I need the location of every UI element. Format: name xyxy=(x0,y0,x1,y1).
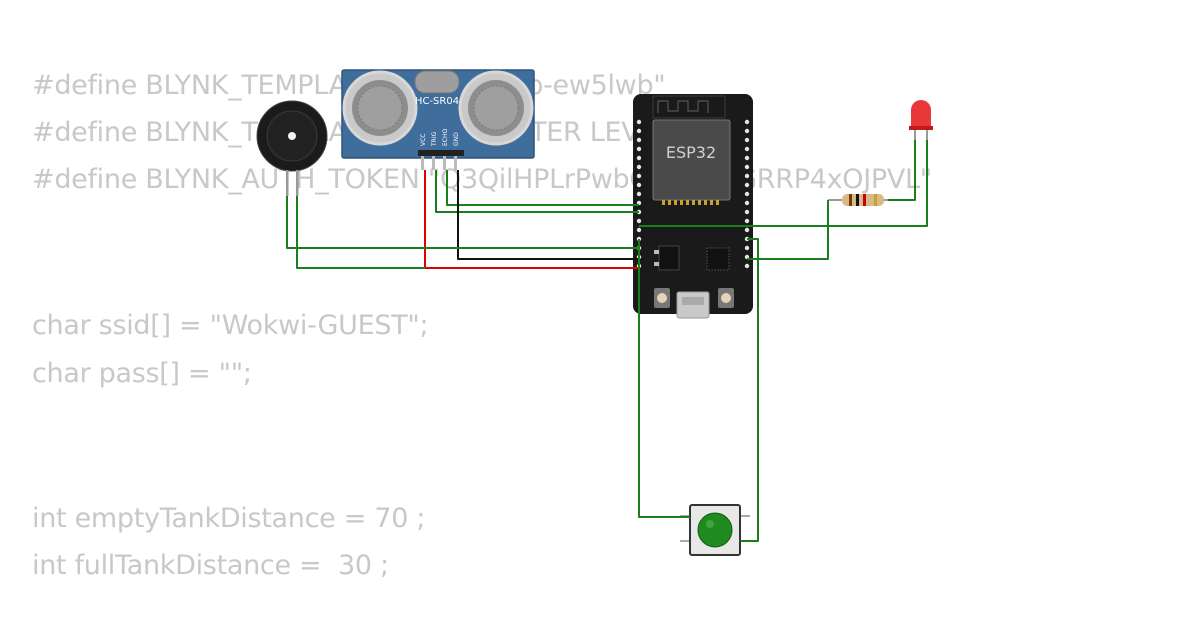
right-header xyxy=(744,119,750,269)
wire-led-resistor xyxy=(888,140,916,201)
code-empty-distance: int emptyTankDistance = 70 ; xyxy=(32,503,426,534)
ultrasonic-sensor[interactable]: HC-SR04 VCC TRIG ECHO GND xyxy=(341,69,535,170)
wire-buzzer-b xyxy=(296,196,425,269)
sensor-label: HC-SR04 xyxy=(415,96,459,107)
wire-resistor-esp xyxy=(747,200,829,260)
wire-button-b xyxy=(740,238,759,542)
wire-gnd xyxy=(457,170,639,260)
wire-buzzer-a xyxy=(286,196,639,249)
wire-echo xyxy=(446,170,639,206)
code-pass: char pass[] = ""; xyxy=(32,358,252,389)
sensor-pin-echo: ECHO xyxy=(442,129,449,146)
pushbutton-icon[interactable] xyxy=(680,504,750,556)
wire-button-a xyxy=(638,239,690,518)
board-label: ESP32 xyxy=(666,143,716,162)
esp32-board[interactable]: ESP32 xyxy=(633,94,753,319)
wire-trig xyxy=(435,170,639,213)
resistor-icon[interactable] xyxy=(828,194,888,206)
sensor-pin-trig: TRIG xyxy=(431,131,438,147)
sensor-pin-gnd: GND xyxy=(453,132,460,146)
code-full-distance: int fullTankDistance = 30 ; xyxy=(32,550,389,581)
wires xyxy=(286,140,928,542)
wire-led-gnd xyxy=(639,140,928,227)
buzzer-icon[interactable] xyxy=(256,100,328,196)
code-ssid: char ssid[] = "Wokwi-GUEST"; xyxy=(32,310,429,341)
sensor-pin-vcc: VCC xyxy=(420,134,427,146)
led-icon[interactable] xyxy=(909,100,933,140)
